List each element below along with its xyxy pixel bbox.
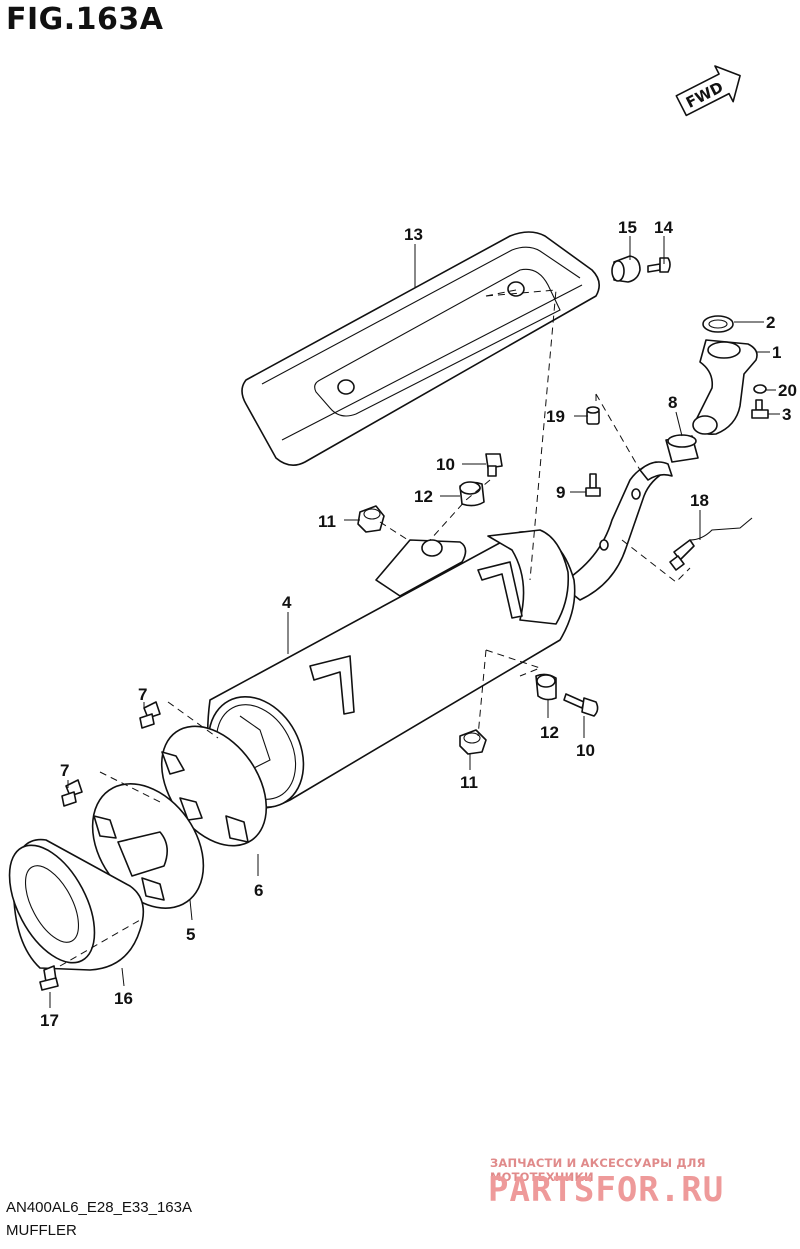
bolt-7-upper — [139, 701, 161, 729]
watermark-tagline: ЗАПЧАСТИ И АКСЕССУАРЫ ДЛЯ МОТОТЕХНИКИ — [490, 1156, 706, 1184]
stud-19 — [586, 406, 600, 425]
assembly-guide-lines — [59, 289, 691, 967]
callout-19: 19 — [546, 407, 565, 426]
bolt-17 — [39, 965, 59, 991]
callout-numbers: 13 15 14 2 1 20 3 8 19 9 10 12 11 18 4 7… — [40, 218, 797, 1030]
callout-11-lower: 11 — [460, 773, 478, 792]
callout-6: 6 — [254, 881, 263, 900]
grommet-15 — [611, 255, 641, 283]
callout-20: 20 — [778, 381, 797, 400]
callout-10-lower: 10 — [576, 741, 595, 760]
end-plate-5 — [91, 783, 205, 909]
callout-8: 8 — [668, 393, 677, 412]
bolt-7-lower — [61, 779, 83, 807]
exhaust-header-pipe — [559, 461, 673, 601]
bolt-14 — [647, 257, 671, 273]
heat-shield-cover — [241, 231, 600, 466]
callout-7-lower: 7 — [60, 761, 69, 780]
callout-11-upper: 11 — [318, 512, 336, 531]
gasket-2 — [702, 315, 734, 333]
oxygen-sensor-18 — [669, 517, 753, 571]
callout-16: 16 — [114, 989, 133, 1008]
callout-17: 17 — [40, 1011, 59, 1030]
callout-12-upper: 12 — [414, 487, 433, 506]
callout-13: 13 — [404, 225, 423, 244]
collar-12-upper — [459, 481, 485, 507]
callout-9: 9 — [556, 483, 565, 502]
washer-20 — [753, 384, 767, 394]
callout-leaders — [49, 236, 780, 1008]
callout-4: 4 — [282, 593, 292, 612]
end-cover-16 — [8, 838, 145, 971]
collar-12-lower — [535, 673, 557, 701]
nut-11-lower — [459, 729, 487, 755]
callout-2: 2 — [766, 313, 775, 332]
callout-10-upper: 10 — [436, 455, 455, 474]
figure-name: MUFFLER — [6, 1222, 77, 1239]
end-plate-6 — [160, 725, 268, 847]
watermark-logo: PARTSFOR.RU — [488, 1170, 725, 1210]
bolt-10-upper — [485, 453, 503, 477]
callout-14: 14 — [654, 218, 673, 237]
exhaust-pipe-elbow-1 — [692, 339, 758, 436]
callout-5: 5 — [186, 925, 195, 944]
callout-3: 3 — [782, 405, 791, 424]
figure-code: AN400AL6_E28_E33_163A — [6, 1199, 192, 1216]
callout-15: 15 — [618, 218, 637, 237]
pipe-connector-8 — [665, 434, 699, 463]
bolt-9 — [585, 473, 601, 497]
figure-title: FIG.163A — [6, 2, 164, 37]
nut-11-upper — [357, 505, 385, 533]
callout-7-upper: 7 — [138, 685, 147, 704]
bolt-3 — [751, 399, 769, 419]
fwd-arrow-icon: FWD — [675, 65, 741, 117]
callout-12-lower: 12 — [540, 723, 559, 742]
callout-18: 18 — [690, 491, 709, 510]
callout-1: 1 — [772, 343, 781, 362]
bolt-10-lower — [563, 693, 599, 717]
